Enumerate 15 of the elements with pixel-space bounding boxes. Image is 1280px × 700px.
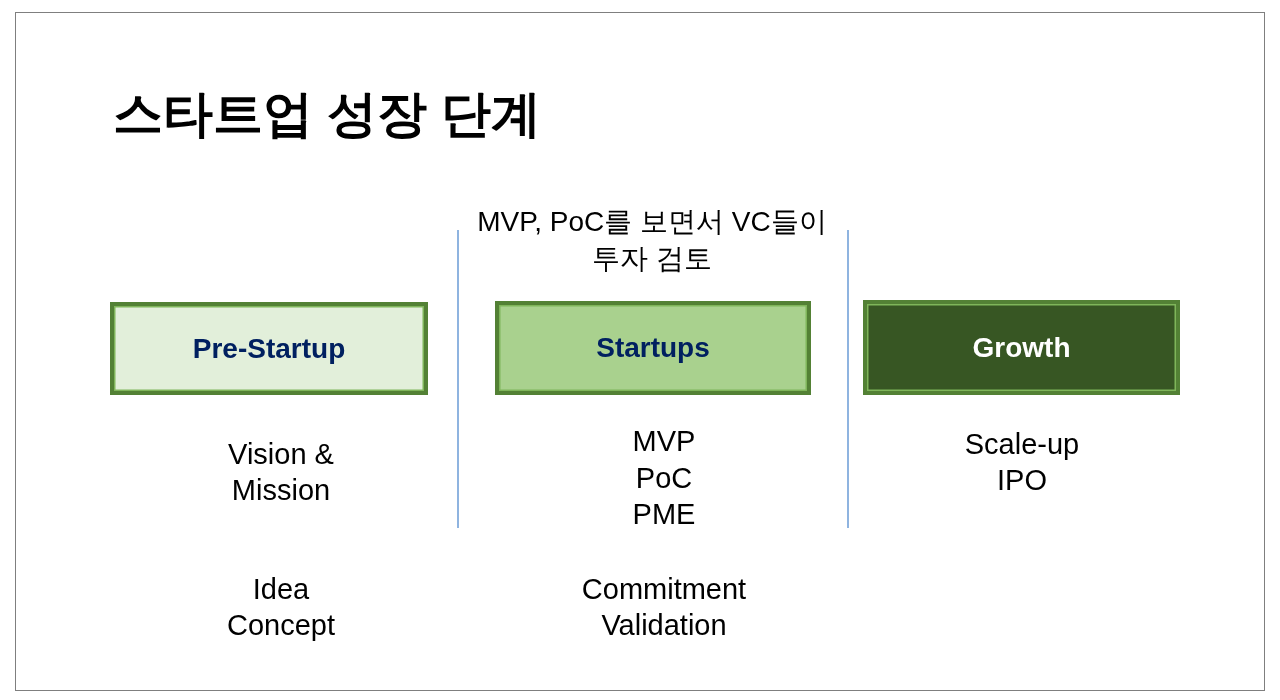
stage-box: Startups — [495, 301, 811, 395]
note-text: MVP, PoC를 보면서 VC들이 투자 검토 — [476, 205, 828, 276]
stage-box: Growth — [863, 300, 1180, 395]
keyword-text: Scale-up — [964, 427, 1080, 462]
keyword-text: PoC — [635, 461, 693, 496]
keyword-text: MVP — [632, 424, 696, 459]
keyword-text: IPO — [997, 463, 1047, 498]
keyword-text: Validation — [601, 608, 727, 643]
keyword-text: Commitment — [581, 572, 747, 607]
keyword-text: Idea — [252, 572, 310, 607]
stage-box: Pre-Startup — [110, 302, 428, 395]
slide-title: 스타트업 성장 단계 — [113, 85, 541, 144]
keyword-text: Vision & Mission — [227, 437, 335, 508]
keyword-text: PME — [632, 497, 696, 532]
keyword-text: Concept — [227, 608, 335, 643]
